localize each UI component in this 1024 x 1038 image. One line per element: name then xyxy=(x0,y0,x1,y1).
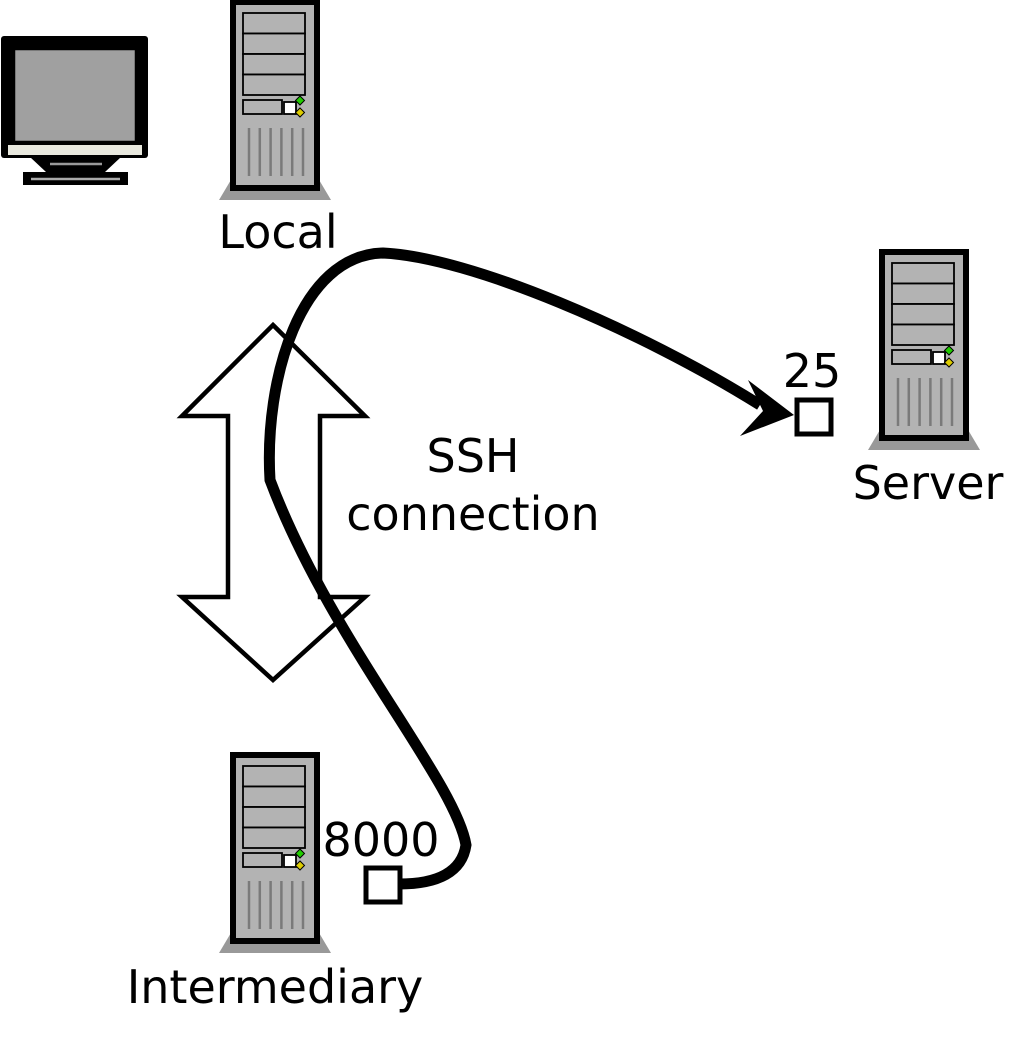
tunnel-arrowhead-icon xyxy=(740,380,794,436)
tunnel-cable-line xyxy=(263,247,763,890)
label-local: Local xyxy=(218,205,337,259)
label-intermediary-port: 8000 xyxy=(322,813,439,867)
label-ssh-line1: SSH xyxy=(427,429,520,483)
local-tower-icon xyxy=(219,2,331,200)
server-port-box xyxy=(794,397,834,437)
monitor-icon xyxy=(1,36,148,185)
monitor-screen xyxy=(12,47,138,144)
label-intermediary: Intermediary xyxy=(127,960,424,1014)
server-tower-icon xyxy=(868,252,980,450)
label-server: Server xyxy=(853,456,1004,510)
intermediary-tower-icon xyxy=(219,755,331,953)
label-ssh-line2: connection xyxy=(346,487,599,541)
label-server-port: 25 xyxy=(783,344,842,398)
intermediary-port-box xyxy=(363,865,403,905)
monitor-strip xyxy=(8,145,142,155)
